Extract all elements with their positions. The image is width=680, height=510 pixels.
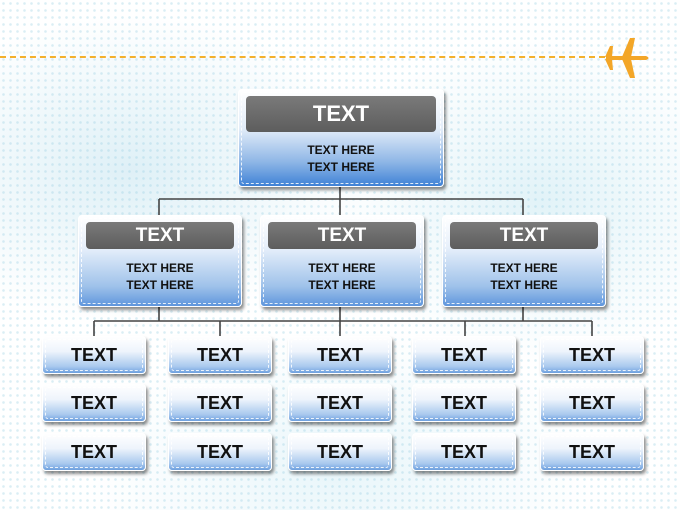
leaf-node-label: TEXT: [70, 345, 117, 365]
mid-node-title: TEXT: [268, 222, 416, 249]
leaf-node-c4-r3: TEXT: [412, 433, 516, 471]
mid-node-body: TEXT HERE TEXT HERE: [443, 260, 605, 294]
leaf-node-c5-r3: TEXT: [540, 433, 644, 471]
leaf-node-label: TEXT: [316, 345, 363, 365]
mid-node-body: TEXT HERE TEXT HERE: [261, 260, 423, 294]
leaf-node-c2-r1: TEXT: [168, 336, 272, 374]
leaf-node-c5-r2: TEXT: [540, 384, 644, 422]
top-node-body: TEXT HERE TEXT HERE: [239, 142, 443, 176]
top-node: TEXT TEXT HERE TEXT HERE: [238, 89, 444, 187]
leaf-node-label: TEXT: [316, 393, 363, 413]
leaf-node-label: TEXT: [568, 442, 615, 462]
leaf-node-label: TEXT: [316, 442, 363, 462]
mid-node-line-1: TEXT HERE: [308, 261, 376, 275]
top-node-title: TEXT: [246, 96, 436, 132]
leaf-node-label: TEXT: [70, 442, 117, 462]
leaf-node-c5-r1: TEXT: [540, 336, 644, 374]
mid-node-3: TEXT TEXT HERE TEXT HERE: [442, 215, 606, 307]
leaf-node-label: TEXT: [568, 345, 615, 365]
mid-node-title: TEXT: [86, 222, 234, 249]
leaf-node-label: TEXT: [440, 345, 487, 365]
mid-node-body: TEXT HERE TEXT HERE: [79, 260, 241, 294]
leaf-node-c3-r2: TEXT: [288, 384, 392, 422]
leaf-node-label: TEXT: [440, 442, 487, 462]
leaf-node-label: TEXT: [568, 393, 615, 413]
leaf-node-label: TEXT: [440, 393, 487, 413]
mid-node-line-2: TEXT HERE: [490, 278, 558, 292]
leaf-node-c2-r2: TEXT: [168, 384, 272, 422]
mid-node-line-2: TEXT HERE: [308, 278, 376, 292]
leaf-node-c1-r3: TEXT: [42, 433, 146, 471]
leaf-node-c3-r1: TEXT: [288, 336, 392, 374]
mid-node-2: TEXT TEXT HERE TEXT HERE: [260, 215, 424, 307]
leaf-node-label: TEXT: [70, 393, 117, 413]
mid-node-line-1: TEXT HERE: [490, 261, 558, 275]
top-node-line-2: TEXT HERE: [307, 160, 375, 174]
mid-node-line-2: TEXT HERE: [126, 278, 194, 292]
mid-node-title: TEXT: [450, 222, 598, 249]
leaf-node-c1-r2: TEXT: [42, 384, 146, 422]
leaf-node-label: TEXT: [196, 442, 243, 462]
leaf-node-c4-r2: TEXT: [412, 384, 516, 422]
leaf-node-c4-r1: TEXT: [412, 336, 516, 374]
airplane-icon: [605, 38, 649, 78]
leaf-node-c2-r3: TEXT: [168, 433, 272, 471]
leaf-node-label: TEXT: [196, 345, 243, 365]
leaf-node-c3-r3: TEXT: [288, 433, 392, 471]
leaf-node-c1-r1: TEXT: [42, 336, 146, 374]
mid-node-1: TEXT TEXT HERE TEXT HERE: [78, 215, 242, 307]
dashed-flight-line: [0, 56, 605, 58]
top-node-line-1: TEXT HERE: [307, 143, 375, 157]
leaf-node-label: TEXT: [196, 393, 243, 413]
mid-node-line-1: TEXT HERE: [126, 261, 194, 275]
